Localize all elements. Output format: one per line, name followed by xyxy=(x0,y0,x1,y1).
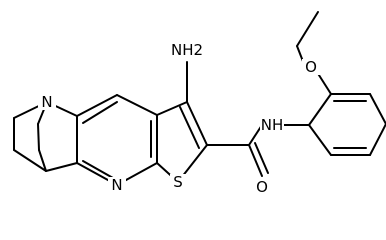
bond xyxy=(369,123,386,156)
bond xyxy=(296,11,319,47)
atom-labels: N N S NH2 NH O O xyxy=(38,40,320,196)
thiophene-ring-bonds xyxy=(156,101,208,183)
bicyclic-cage-bonds xyxy=(13,101,78,172)
pyridine-nitrogen-label: N xyxy=(111,176,122,194)
bond xyxy=(186,101,208,146)
substituent-bonds xyxy=(186,61,269,177)
sulfur-label: S xyxy=(173,173,183,191)
bond xyxy=(38,149,47,172)
bond xyxy=(308,93,332,126)
bond xyxy=(37,123,40,151)
bond xyxy=(45,162,78,172)
bond xyxy=(82,101,118,124)
pyridine-ring-bonds xyxy=(76,94,158,186)
bond xyxy=(76,94,118,117)
bond xyxy=(248,144,263,177)
bond xyxy=(13,149,47,172)
bridge-nitrogen-label: N xyxy=(41,93,52,111)
carbonyl-oxygen-label: O xyxy=(256,178,268,196)
bond xyxy=(308,124,332,156)
phenyl-ring-bonds xyxy=(280,93,386,156)
bond xyxy=(254,142,269,174)
bond xyxy=(248,124,263,146)
amide-nh-label: NH xyxy=(261,116,284,134)
bond xyxy=(82,160,114,179)
bond xyxy=(116,94,158,116)
bond xyxy=(179,106,200,149)
bond xyxy=(369,93,386,125)
ethoxy-bonds xyxy=(296,11,332,95)
amino-group-label: NH2 xyxy=(171,41,203,59)
bond xyxy=(316,71,332,95)
ether-oxygen-label: O xyxy=(305,58,317,76)
bond xyxy=(156,101,188,116)
chemical-structure-diagram: N N S NH2 NH O O xyxy=(13,11,386,196)
